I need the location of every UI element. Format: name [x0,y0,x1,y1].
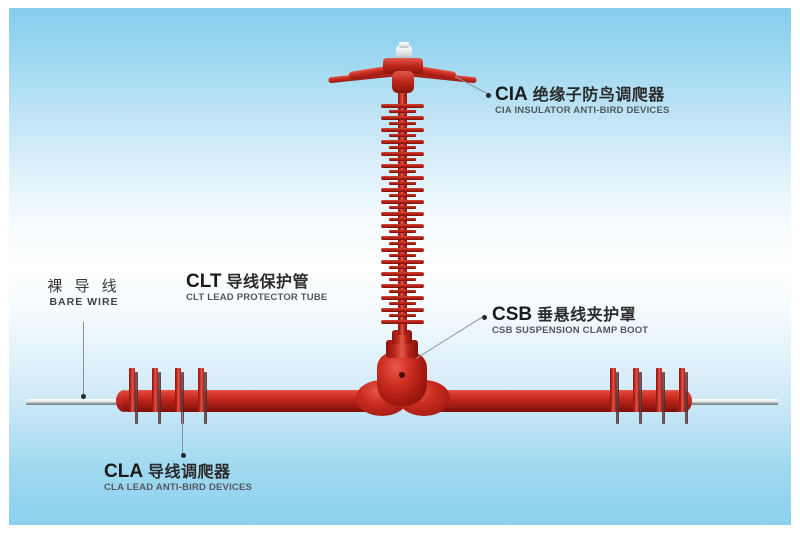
label-clt-cn: CLT 导线保护管 [186,272,327,292]
insulator-shed-small [389,110,416,113]
insulator-shed-small [389,242,416,245]
insulator-shed-small [389,170,416,173]
label-csb-code: CSB [492,304,533,325]
insulator-shed-small [389,194,416,197]
cla-fin-r3 [656,368,662,412]
insulator-shed [381,200,424,204]
insulator-shed [381,296,424,300]
cia-insulator-top-pin [399,42,409,48]
insulator-shed-small [389,254,416,257]
csb-suspension-clamp-boot [377,352,427,406]
leader-dot-cla [181,453,186,458]
insulator-shed-small [389,230,416,233]
insulator-shed [381,164,424,168]
cla-fin-r4 [679,368,685,412]
insulator-shed-small [389,302,416,305]
clt-protector-tube-right [424,390,684,412]
label-cla-code: CLA [104,461,144,482]
label-csb-cn-text: 垂悬线夹护罩 [537,307,637,324]
cla-fin-shadow-l3 [181,372,184,424]
csb-boot-bolt-hole [399,372,405,378]
insulator-shed [381,224,424,228]
cla-fin-shadow-r3 [662,372,665,424]
label-cia-en: CIA INSULATOR ANTI-BIRD DEVICES [495,105,670,116]
cla-fin-l4 [198,368,204,412]
insulator-shed-small [389,290,416,293]
cla-fin-l2 [152,368,158,412]
csb-boot-neck [386,340,418,358]
insulator-shed [381,248,424,252]
label-cia-code: CIA [495,84,528,105]
cla-fin-shadow-l2 [158,372,161,424]
insulator-shed [381,308,424,312]
cla-fin-l3 [175,368,181,412]
insulator-shed-small [389,206,416,209]
label-bare-wire-en: BARE WIRE [49,296,119,308]
insulator-shed [381,320,424,324]
label-cia-cn: CIA 绝缘子防鸟调爬器 [495,85,670,105]
cla-fin-l1 [129,368,135,412]
insulator-shed-small [389,122,416,125]
insulator-shed [381,176,424,180]
leader-dot-bare-wire [81,394,86,399]
csb-boot-collar [392,330,412,344]
leader-line-cla [182,412,183,456]
insulator-shed-small [389,134,416,137]
label-clt-cn-text: 导线保护管 [226,274,309,291]
label-clt: CLT 导线保护管 CLT LEAD PROTECTOR TUBE [186,272,327,304]
cla-fin-shadow-l4 [204,372,207,424]
label-cia: CIA 绝缘子防鸟调爬器 CIA INSULATOR ANTI-BIRD DEV… [495,85,670,117]
cla-fin-r2 [633,368,639,412]
label-bare-wire: 裸 导 线 BARE WIRE [36,277,132,308]
cla-fin-shadow-r1 [616,372,619,424]
insulator-shed [381,272,424,276]
insulator-shed-small [389,182,416,185]
label-cia-cn-text: 绝缘子防鸟调爬器 [532,87,665,104]
cia-insulator-top-cap [396,46,412,58]
cla-fin-shadow-r2 [639,372,642,424]
label-csb-en: CSB SUSPENSION CLAMP BOOT [492,325,649,336]
insulator-shed [381,212,424,216]
insulator-shed-small [389,266,416,269]
label-bare-wire-cn: 裸 导 线 [47,278,121,295]
cia-umbrella-collar [392,71,414,93]
insulator-shed [381,236,424,240]
clt-protector-tube-left [122,390,382,412]
insulator-shed [381,116,424,120]
cla-fin-shadow-r4 [685,372,688,424]
label-cla-cn: CLA 导线调爬器 [104,462,252,482]
cia-umbrella-hub [383,58,423,74]
insulator-shed [381,152,424,156]
insulator-shed [381,260,424,264]
label-cla-en: CLA LEAD ANTI-BIRD DEVICES [104,482,253,493]
insulator-shed-small [389,278,416,281]
leader-line-bare-wire [83,322,84,398]
label-cla-cn-text: 导线调爬器 [148,464,231,481]
insulator-shed-small [389,314,416,317]
label-cla: CLA 导线调爬器 CLA LEAD ANTI-BIRD DEVICES [104,462,252,494]
insulator-shed [381,128,424,132]
leader-dot-csb [482,315,487,320]
label-csb: CSB 垂悬线夹护罩 CSB SUSPENSION CLAMP BOOT [492,305,648,337]
label-clt-en: CLT LEAD PROTECTOR TUBE [186,292,328,303]
insulator-shed [381,104,424,108]
leader-dot-cia [486,93,491,98]
label-clt-code: CLT [186,271,222,292]
insulator-shed [381,284,424,288]
insulator-shed [381,140,424,144]
insulator-shed-small [389,218,416,221]
cla-fin-shadow-l1 [135,372,138,424]
cla-fin-r1 [610,368,616,412]
insulator-shed-small [389,158,416,161]
insulator-shed-small [389,146,416,149]
label-csb-cn: CSB 垂悬线夹护罩 [492,305,648,325]
insulator-shed [381,188,424,192]
